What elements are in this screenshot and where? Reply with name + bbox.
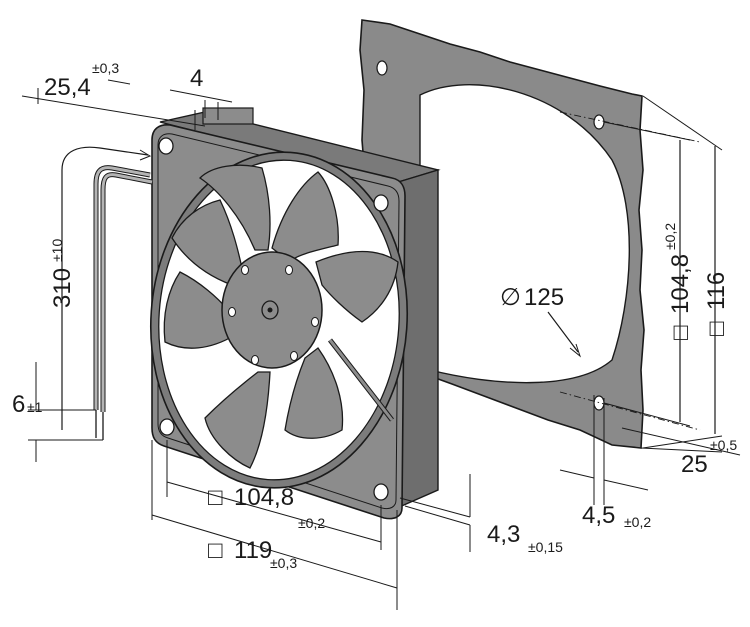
fan-hub-pin	[267, 307, 273, 313]
fan-mount-holes	[158, 137, 389, 501]
cutout-offset-value: 25	[681, 451, 708, 478]
flange-thickness-value: 4,3	[487, 521, 520, 548]
cutout-diameter-prefix: ∅	[500, 284, 521, 311]
panel-hole-top-left	[376, 60, 388, 76]
cable-dim-arrow	[139, 149, 152, 161]
flange-dim-ext	[204, 100, 219, 120]
fan-frame-inner-edge	[157, 133, 400, 510]
cutout-leader	[547, 311, 579, 353]
flange-dim-line	[107, 79, 233, 103]
fan-mount-hole	[159, 418, 175, 436]
panel-spacing-value: 104,8	[667, 254, 694, 314]
flange-value: 4	[190, 65, 203, 92]
strip-length-tolerance: ±1	[27, 399, 43, 415]
panel-hole-bottom-right	[593, 395, 605, 411]
cable-wire	[94, 166, 151, 410]
frame-size-dim	[151, 514, 398, 589]
panel-size-value: 116	[703, 272, 730, 310]
strip-length-value: 6	[12, 391, 25, 418]
cable-strip	[95, 410, 104, 440]
fan-blade	[271, 171, 339, 263]
frame-size-value: 119	[234, 537, 272, 564]
fan-hub-rivet	[311, 317, 319, 327]
cutout-offset-tolerance: ±0,5	[710, 437, 737, 453]
fan-mount-hole	[158, 137, 174, 155]
fan	[149, 107, 441, 520]
cable-length-value: 310	[49, 268, 76, 308]
panel-hole-dim	[559, 469, 649, 491]
strip-dim-ext	[28, 409, 103, 441]
fan-top-clip	[202, 107, 254, 125]
fan-cable	[93, 165, 153, 440]
cutout-diameter-value: 125	[524, 284, 564, 311]
fan-blade	[198, 164, 271, 251]
frame-size-prefix: □	[208, 537, 223, 564]
fan-hub-rivets	[228, 265, 319, 365]
flange-thickness-tolerance: ±0,15	[528, 539, 563, 555]
fan-mount-hole	[373, 194, 389, 212]
panel-cutout	[419, 84, 631, 384]
panel-spacing-ext	[603, 121, 691, 427]
depth-tolerance: ±0,3	[92, 60, 119, 76]
fan-hub-rivet	[285, 265, 293, 275]
cable-wire	[100, 172, 153, 412]
panel-hole-dim-ext	[593, 395, 605, 505]
panel-size-ext	[642, 95, 723, 449]
fan-strut	[328, 339, 394, 421]
cable-wire	[101, 173, 153, 412]
front-hole-prefix: □	[208, 484, 223, 511]
panel-spacing-tolerance: ±0,2	[662, 223, 678, 250]
front-hole-ext	[166, 440, 382, 550]
hole-diameter-value: 4,5	[582, 502, 615, 529]
cable-dim-line	[61, 146, 149, 430]
front-hole-tolerance: ±0,2	[298, 515, 325, 531]
front-hole-dim	[166, 481, 382, 543]
cutout-offset-ext	[640, 447, 723, 453]
fan-blade	[204, 371, 271, 469]
dimension-lines	[21, 79, 741, 610]
panel-size-prefix: □	[703, 321, 730, 336]
fan-blade	[163, 271, 236, 349]
depth-dim-ext	[37, 88, 196, 130]
fan-hub-rivet	[290, 351, 298, 361]
frame-size-tolerance: ±0,3	[270, 555, 297, 571]
depth-dim-line	[21, 95, 206, 127]
front-hole-value: 104,8	[234, 484, 294, 511]
flange-thk-ext	[399, 497, 471, 526]
cable-length-tolerance: ±10	[49, 239, 65, 262]
fan-blade	[315, 250, 399, 323]
fan-blades	[163, 164, 399, 469]
fan-hub-rivet	[251, 355, 259, 365]
cutout-leader-arrow	[569, 343, 582, 358]
panel-hole-top-right	[593, 114, 605, 130]
dimension-labels: 25,4 ±0,3 4 310 ±10 6 ±1 □ 104,8 ±0,2 □ …	[12, 60, 737, 571]
depth-value: 25,4	[44, 74, 91, 101]
fan-mount-hole	[373, 483, 389, 501]
fan-blade	[171, 199, 243, 286]
fan-hub-rivet	[241, 265, 249, 275]
cutout-offset-dim	[621, 427, 741, 456]
panel-spacing-prefix: □	[667, 325, 694, 340]
hole-diameter-tolerance: ±0,2	[624, 514, 651, 530]
fan-blade	[284, 347, 344, 439]
fan-hub-rivet	[228, 307, 236, 317]
frame-size-ext	[151, 440, 398, 610]
